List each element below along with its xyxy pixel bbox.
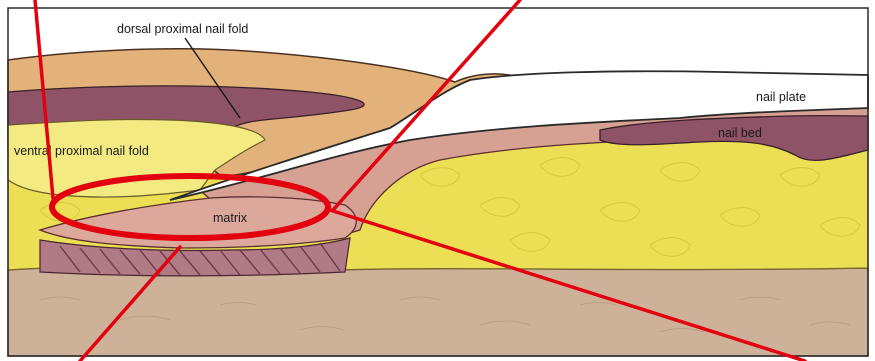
label-dorsal-proximal-nail-fold: dorsal proximal nail fold (117, 22, 248, 36)
label-matrix: matrix (213, 211, 248, 225)
label-ventral-proximal-nail-fold: ventral proximal nail fold (14, 144, 149, 158)
bone-layer (8, 267, 868, 356)
label-nail-bed: nail bed (718, 126, 762, 140)
label-nail-plate: nail plate (756, 90, 806, 104)
